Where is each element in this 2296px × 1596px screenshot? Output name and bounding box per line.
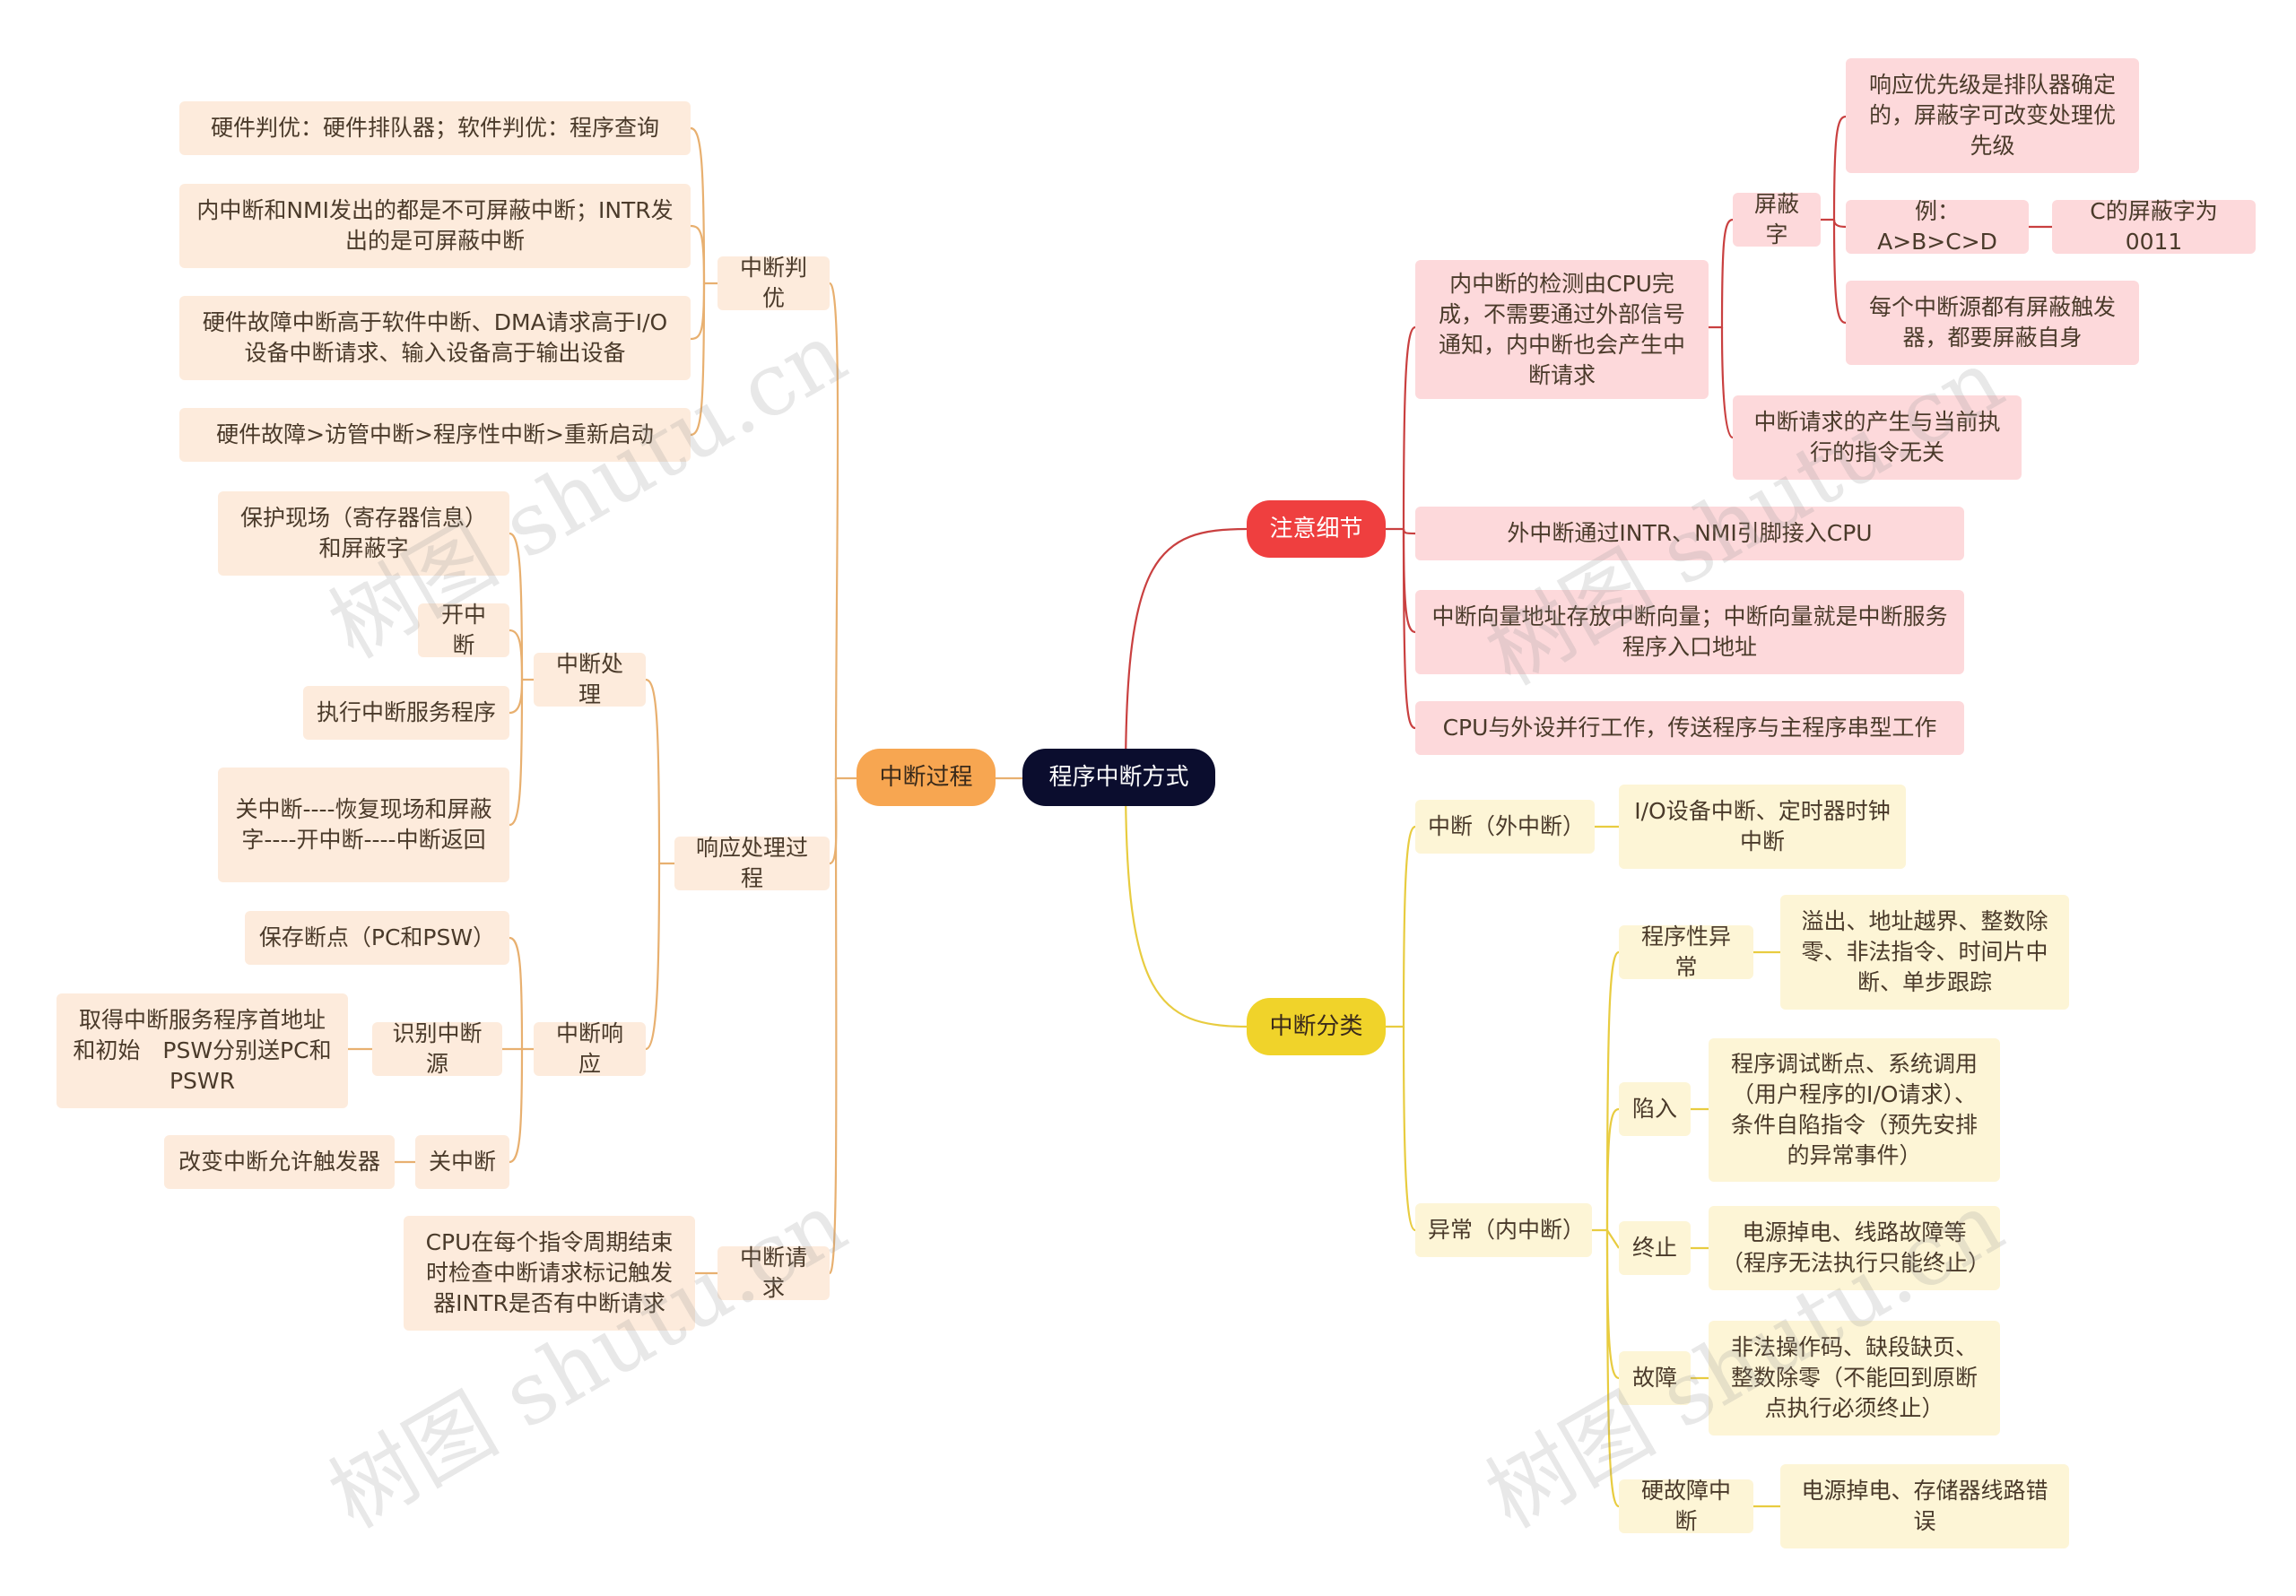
node-handling-label: 中断处理 — [555, 651, 623, 707]
node-abort-label: 终止 — [1631, 1235, 1677, 1261]
node-mask-label: 屏蔽字 — [1753, 191, 1799, 247]
node-handling[interactable]: 中断处理 — [534, 651, 646, 707]
judge-item[interactable]: 硬件判优：硬件排队器；软件判优：程序查询 — [179, 101, 691, 155]
branch-notes-label: 注意细节 — [1269, 516, 1363, 542]
node-fault[interactable]: 故障 — [1619, 1351, 1691, 1405]
note-unrelated[interactable]: 中断请求的产生与当前执行的指令无关 — [1733, 395, 2022, 480]
node-request[interactable]: 中断请求 — [718, 1245, 830, 1301]
handling-item[interactable]: 关中断----恢复现场和屏蔽字----开中断----中断返回 — [218, 768, 509, 882]
node-judge[interactable]: 中断判优 — [718, 255, 830, 311]
mask-priority-label: 响应优先级是排队器确定的，屏蔽字可改变处理优先级 — [1868, 72, 2116, 159]
branch-process-label: 中断过程 — [879, 764, 973, 791]
node-request-label: 中断请求 — [739, 1245, 807, 1301]
judge-item-label: 内中断和NMI发出的都是不可屏蔽中断；INTR发出的是可屏蔽中断 — [196, 197, 674, 254]
mask-example-label: 例：A>B>C>D — [1877, 198, 1997, 255]
program-exception-detail[interactable]: 溢出、地址越界、整数除零、非法指令、时间片中断、单步跟踪 — [1780, 895, 2069, 1010]
handling-item[interactable]: 保护现场（寄存器信息）和屏蔽字 — [218, 491, 509, 576]
request-detail-label: CPU在每个指令周期结束时检查中断请求标记触发器INTR是否有中断请求 — [425, 1229, 674, 1316]
hardware-fault-detail-label: 电源掉电、存储器线路错误 — [1801, 1478, 2048, 1534]
identify-detail-label: 取得中断服务程序首地址和初始 PSW分别送PC和PSWR — [73, 1007, 332, 1094]
root-topic[interactable]: 程序中断方式 — [1022, 749, 1215, 806]
root-label: 程序中断方式 — [1048, 764, 1189, 791]
fault-detail[interactable]: 非法操作码、缺段缺页、整数除零（不能回到原断点执行必须终止） — [1709, 1321, 2000, 1436]
node-response-label: 中断响应 — [555, 1020, 623, 1077]
node-outer[interactable]: 中断（外中断） — [1415, 800, 1595, 854]
node-identify-label: 识别中断源 — [392, 1020, 483, 1077]
close-detail[interactable]: 改变中断允许触发器 — [164, 1135, 395, 1189]
node-exception-label: 异常（内中断） — [1428, 1217, 1586, 1243]
fault-detail-label: 非法操作码、缺段缺页、整数除零（不能回到原断点执行必须终止） — [1730, 1334, 1978, 1421]
mask-example-result[interactable]: C的屏蔽字为0011 — [2052, 198, 2256, 255]
node-hardware-fault-label: 硬故障中断 — [1640, 1478, 1731, 1534]
response-save[interactable]: 保存断点（PC和PSW） — [245, 911, 509, 965]
node-exception[interactable]: 异常（内中断） — [1415, 1203, 1592, 1257]
node-mask[interactable]: 屏蔽字 — [1733, 191, 1821, 247]
program-exception-detail-label: 溢出、地址越界、整数除零、非法指令、时间片中断、单步跟踪 — [1801, 908, 2048, 995]
hardware-fault-detail[interactable]: 电源掉电、存储器线路错误 — [1780, 1464, 2069, 1548]
mask-self-label: 每个中断源都有屏蔽触发器，都要屏蔽自身 — [1868, 294, 2116, 351]
node-outer-label: 中断（外中断） — [1428, 813, 1586, 839]
judge-item[interactable]: 硬件故障中断高于软件中断、DMA请求高于I/O设备中断请求、输入设备高于输出设备 — [179, 296, 691, 380]
note-parallel-label: CPU与外设并行工作，传送程序与主程序串型工作 — [1442, 715, 1937, 741]
handling-item[interactable]: 开中断 — [418, 602, 509, 658]
node-program-exception[interactable]: 程序性异常 — [1619, 924, 1753, 980]
node-identify[interactable]: 识别中断源 — [372, 1020, 502, 1077]
handling-item-label: 执行中断服务程序 — [316, 699, 496, 725]
note-parallel[interactable]: CPU与外设并行工作，传送程序与主程序串型工作 — [1415, 701, 1964, 755]
judge-item-label: 硬件判优：硬件排队器；软件判优：程序查询 — [210, 115, 659, 141]
handling-item[interactable]: 执行中断服务程序 — [303, 686, 509, 740]
branch-classify-label: 中断分类 — [1269, 1013, 1363, 1040]
trap-detail[interactable]: 程序调试断点、系统调用（用户程序的I/O请求）、条件自陷指令（预先安排的异常事件… — [1709, 1038, 2000, 1182]
note-external[interactable]: 外中断通过INTR、NMI引脚接入CPU — [1415, 507, 1964, 560]
identify-detail[interactable]: 取得中断服务程序首地址和初始 PSW分别送PC和PSWR — [57, 993, 348, 1108]
node-close[interactable]: 关中断 — [415, 1135, 509, 1189]
mask-priority[interactable]: 响应优先级是排队器确定的，屏蔽字可改变处理优先级 — [1846, 58, 2139, 173]
judge-item[interactable]: 内中断和NMI发出的都是不可屏蔽中断；INTR发出的是可屏蔽中断 — [179, 184, 691, 268]
note-vector[interactable]: 中断向量地址存放中断向量；中断向量就是中断服务程序入口地址 — [1415, 590, 1964, 674]
abort-detail[interactable]: 电源掉电、线路故障等（程序无法执行只能终止） — [1709, 1206, 2000, 1290]
node-close-label: 关中断 — [428, 1149, 496, 1175]
trap-detail-label: 程序调试断点、系统调用（用户程序的I/O请求）、条件自陷指令（预先安排的异常事件… — [1730, 1051, 1978, 1168]
handling-item-label: 关中断----恢复现场和屏蔽字----开中断----中断返回 — [235, 796, 492, 853]
judge-item-label: 硬件故障>访管中断>程序性中断>重新启动 — [216, 421, 654, 447]
request-detail[interactable]: CPU在每个指令周期结束时检查中断请求标记触发器INTR是否有中断请求 — [404, 1216, 695, 1331]
node-response-process[interactable]: 响应处理过程 — [674, 835, 830, 891]
mask-example-result-label: C的屏蔽字为0011 — [2090, 198, 2218, 255]
node-response-process-label: 响应处理过程 — [695, 835, 808, 891]
node-fault-label: 故障 — [1631, 1365, 1677, 1391]
response-save-label: 保存断点（PC和PSW） — [258, 924, 496, 950]
judge-item-label: 硬件故障中断高于软件中断、DMA请求高于I/O设备中断请求、输入设备高于输出设备 — [202, 309, 668, 366]
outer-detail[interactable]: I/O设备中断、定时器时钟中断 — [1619, 785, 1906, 869]
branch-classify[interactable]: 中断分类 — [1247, 998, 1386, 1055]
node-inner-detect[interactable]: 内中断的检测由CPU完成，不需要通过外部信号通知，内中断也会产生中断请求 — [1415, 260, 1709, 399]
mask-self[interactable]: 每个中断源都有屏蔽触发器，都要屏蔽自身 — [1846, 281, 2139, 365]
branch-notes[interactable]: 注意细节 — [1247, 500, 1386, 558]
handling-item-label: 保护现场（寄存器信息）和屏蔽字 — [239, 505, 487, 561]
judge-item[interactable]: 硬件故障>访管中断>程序性中断>重新启动 — [179, 408, 691, 462]
note-vector-label: 中断向量地址存放中断向量；中断向量就是中断服务程序入口地址 — [1431, 603, 1948, 660]
node-response[interactable]: 中断响应 — [534, 1020, 646, 1077]
note-unrelated-label: 中断请求的产生与当前执行的指令无关 — [1753, 409, 2001, 465]
node-program-exception-label: 程序性异常 — [1640, 924, 1731, 980]
note-external-label: 外中断通过INTR、NMI引脚接入CPU — [1507, 520, 1873, 546]
outer-detail-label: I/O设备中断、定时器时钟中断 — [1634, 798, 1891, 854]
node-inner-detect-label: 内中断的检测由CPU完成，不需要通过外部信号通知，内中断也会产生中断请求 — [1438, 270, 1685, 388]
handling-item-label: 开中断 — [440, 602, 486, 658]
node-judge-label: 中断判优 — [739, 255, 807, 311]
node-trap-label: 陷入 — [1631, 1096, 1677, 1122]
branch-process[interactable]: 中断过程 — [857, 749, 996, 806]
abort-detail-label: 电源掉电、线路故障等（程序无法执行只能终止） — [1721, 1219, 1991, 1276]
close-detail-label: 改变中断允许触发器 — [178, 1149, 380, 1175]
mask-example[interactable]: 例：A>B>C>D — [1846, 198, 2029, 255]
node-hardware-fault[interactable]: 硬故障中断 — [1619, 1478, 1753, 1534]
node-trap[interactable]: 陷入 — [1619, 1082, 1691, 1136]
node-abort[interactable]: 终止 — [1619, 1221, 1691, 1275]
